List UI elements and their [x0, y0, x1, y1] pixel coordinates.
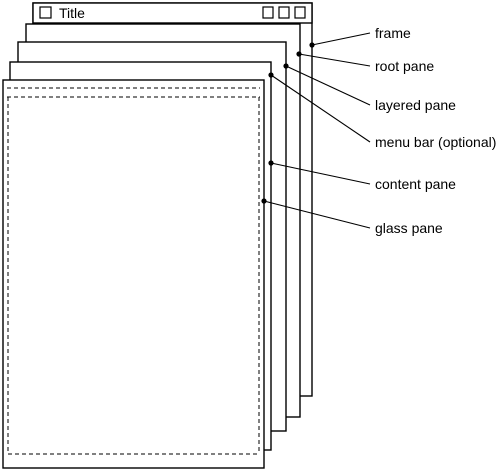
- root-pane-label: root pane: [375, 58, 434, 74]
- minimize-icon: [262, 6, 274, 19]
- layered-pane-dot: [283, 63, 289, 69]
- maximize-icon: [278, 6, 290, 19]
- content-pane-dot: [268, 160, 274, 166]
- frame-label: frame: [375, 25, 411, 41]
- root-pane-dot: [296, 51, 302, 57]
- title-bar: [32, 2, 313, 24]
- frame-leader: [311, 32, 371, 46]
- layered-pane-label: layered pane: [375, 97, 456, 113]
- root-pane-leader: [298, 53, 371, 67]
- frame-dot: [309, 42, 315, 48]
- glass-pane-dot: [261, 198, 267, 204]
- window-title: Title: [59, 5, 85, 21]
- menu-bar-leader: [270, 74, 371, 143]
- content-pane-leader: [270, 162, 371, 185]
- menu-bar-label: menu bar (optional): [375, 134, 496, 150]
- glass-pane-leader: [263, 200, 371, 229]
- content-pane-label: content pane: [375, 176, 456, 192]
- glass-pane-label: glass pane: [375, 220, 443, 236]
- window-menu-icon: [39, 6, 52, 19]
- menu-bar-dot: [268, 72, 274, 78]
- layered-pane-leader: [285, 65, 371, 106]
- glass-pane-layer: [2, 79, 265, 469]
- close-icon: [294, 6, 306, 19]
